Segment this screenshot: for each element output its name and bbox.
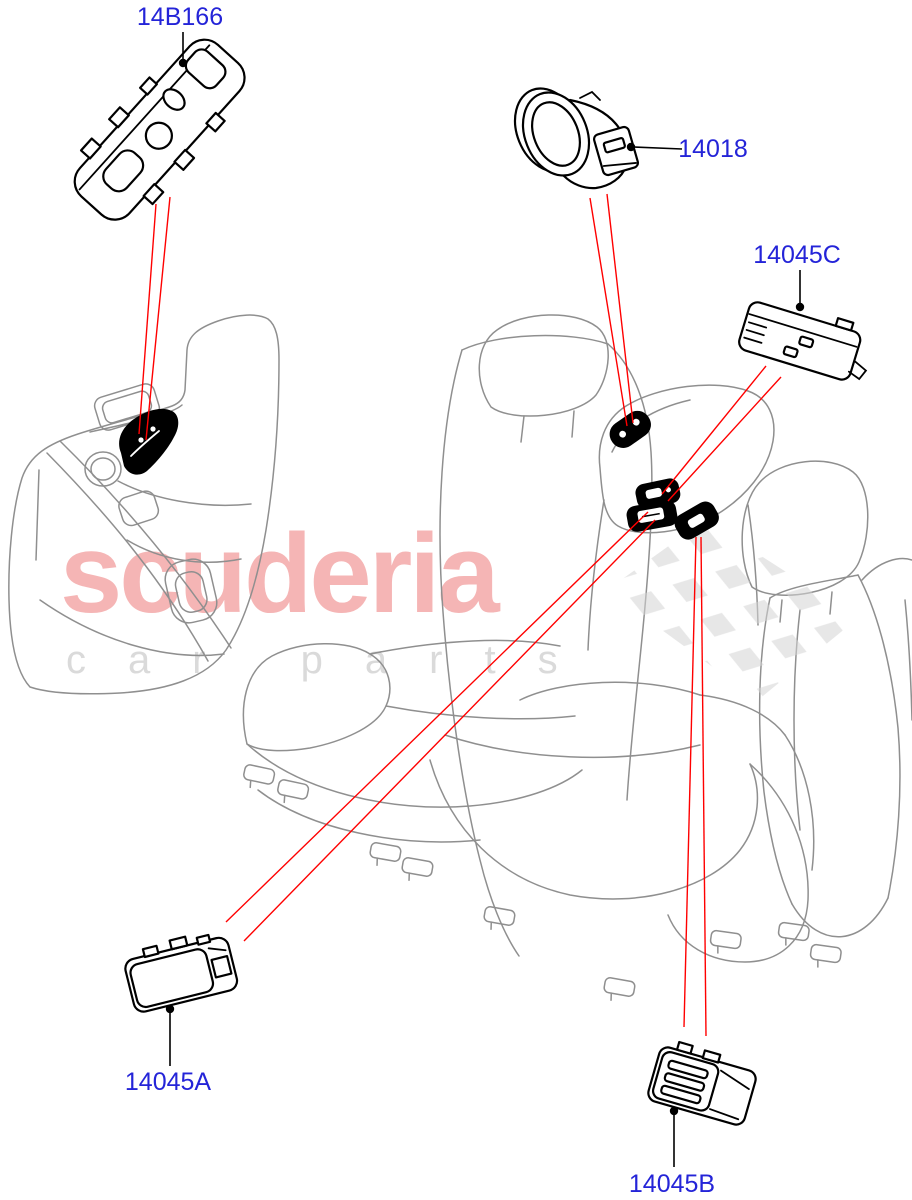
switch-marker-right — [674, 501, 719, 540]
door-switch-installed-marker — [119, 408, 179, 475]
leader-lines — [138, 193, 782, 1037]
door-pull-handle — [164, 558, 218, 624]
part-label-14045B[interactable]: 14045B — [628, 1170, 716, 1198]
checkered-flag-watermark — [607, 520, 858, 700]
component-14B166-illustration — [73, 38, 246, 221]
part-label-14045C[interactable]: 14045C — [753, 241, 841, 269]
component-14045B-illustration — [647, 1040, 757, 1126]
part-label-14B166[interactable]: 14B166 — [136, 3, 224, 31]
switch-marker-center-lower — [626, 500, 678, 532]
front-door-panel-illustration — [8, 314, 280, 695]
rear-seat-illustration — [242, 314, 912, 1001]
switch-marker-headrest — [609, 410, 651, 448]
component-14018-illustration — [513, 87, 640, 190]
watermark-tagline: car parts — [66, 638, 600, 682]
watermark-brand: scuderia — [60, 511, 500, 636]
seat-rail-feet — [243, 764, 842, 1001]
seat-switch-location-markers — [609, 410, 719, 540]
part-label-14018[interactable]: 14018 — [678, 135, 748, 163]
component-14045C-illustration — [738, 301, 868, 381]
part-label-14045A[interactable]: 14045A — [124, 1068, 212, 1096]
component-14045A-illustration — [124, 933, 239, 1013]
callout-lines — [165, 32, 805, 1167]
